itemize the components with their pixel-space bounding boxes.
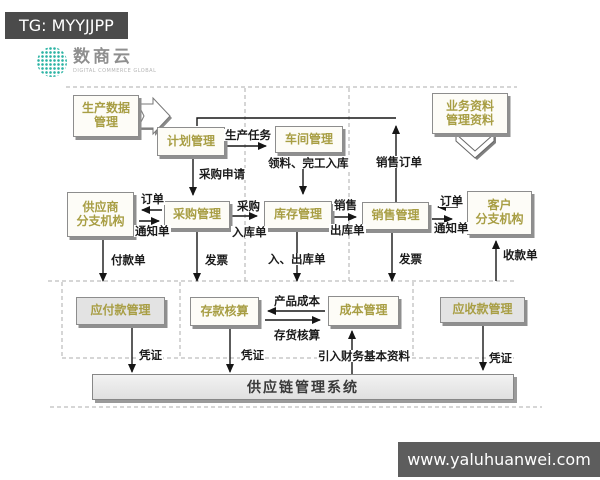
box-sales-mgmt: 销售管理 [362,202,429,230]
edge-label-receipt-doc: 收款单 [502,248,539,262]
block-arrow-right [137,96,172,136]
edge-label-financial-data: 引入财务基本资料 [317,349,411,363]
edge-label-material-completion: 领料、完工入库 [267,156,350,170]
block-arrow-down [455,132,496,160]
edge-label-production-task: 生产任务 [224,128,272,142]
box-purchase-mgmt: 采购管理 [164,201,230,229]
edge-label-order-left: 订单 [140,192,165,206]
box-workshop: 车间管理 [275,126,343,153]
edge-label-order-right: 订单 [439,194,464,208]
dashed-grid [48,86,542,408]
box-inventory-accounting: 存款核算 [190,297,259,326]
edge-label-sales-order: 销售订单 [375,155,423,169]
edge-label-outbound-doc: 出库单 [329,223,366,237]
logo-icon [37,47,67,77]
box-payable-mgmt: 应付款管理 [76,297,165,325]
box-inventory-mgmt: 库存管理 [264,201,332,229]
edge-label-notice-right: 通知单 [433,221,470,235]
watermark: www.yaluhuanwei.com [398,442,600,477]
edge-label-purchase-request: 采购申请 [198,167,246,181]
edge-label-purchase-flow: 采购 [236,199,261,213]
edge-label-product-cost: 产品成本 [273,294,321,308]
edge-label-inbound-doc: 入库单 [231,225,268,239]
edge-label-invoice-left: 发票 [204,253,229,267]
box-cost-mgmt: 成本管理 [328,296,399,326]
box-business-data: 业务资料 管理资料 [432,93,508,134]
logo-text-block: 数商云 DIGITAL COMMERCE GLOBAL [73,47,156,74]
edge-label-invoice-right: 发票 [398,252,423,266]
scm-system-bar: 供应链管理系统 [92,374,514,400]
logo-name: 数商云 [73,47,133,67]
box-production-data: 生产数据 管理 [73,95,139,137]
logo-subtext: DIGITAL COMMERCE GLOBAL [73,68,157,75]
edge-label-sales-flow: 销售 [333,198,358,212]
edge-label-voucher-3: 凭证 [488,351,513,365]
edge-label-voucher-2: 凭证 [240,348,265,362]
edge-label-notice-left: 通知单 [134,224,171,238]
edge-label-voucher-1: 凭证 [138,348,163,362]
box-customer-branch: 客户 分支机构 [467,191,532,235]
box-receivable-mgmt: 应收款管理 [440,297,525,323]
edge-label-in-out-doc: 入、出库单 [267,252,327,266]
box-plan: 计划管理 [157,127,225,156]
tg-badge: TG: MYYJJPP [5,12,128,39]
logo: 数商云 DIGITAL COMMERCE GLOBAL [37,47,156,77]
edge-label-inventory-calc: 存货核算 [273,328,321,342]
edge-label-payment-doc: 付款单 [110,253,147,267]
box-supplier-branch: 供应商 分支机构 [67,192,134,237]
